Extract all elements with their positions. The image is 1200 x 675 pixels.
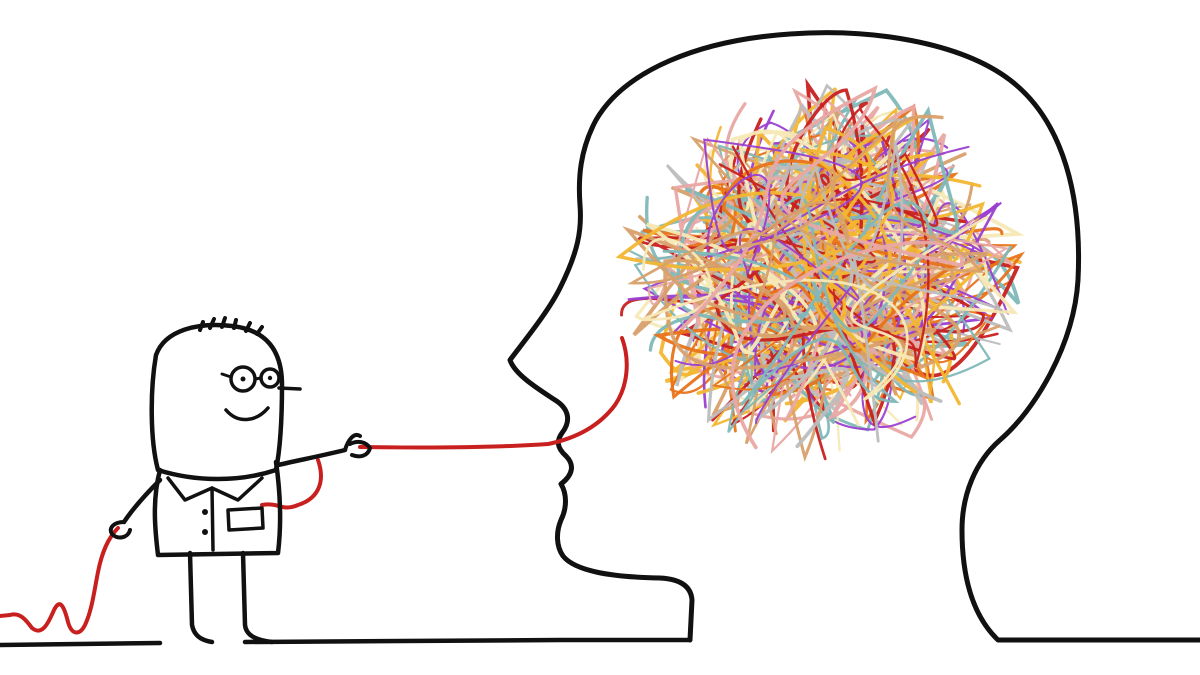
doctor-pocket	[226, 506, 265, 532]
tangle-strand	[721, 159, 956, 353]
head-outline	[507, 30, 1200, 643]
doctor-right-leg	[240, 550, 275, 645]
doctor-character	[108, 316, 372, 645]
doctor-collar	[166, 476, 264, 552]
doctor-hair	[198, 316, 264, 336]
doctor-coat	[152, 459, 283, 558]
tangle-strand	[615, 125, 918, 394]
doctor-left-leg	[187, 550, 215, 645]
doctor-left-arm	[121, 477, 163, 525]
coat-button	[202, 529, 208, 535]
thread-to-ground	[0, 458, 323, 635]
tangle-strand	[680, 85, 964, 450]
tangle-strand	[645, 129, 940, 363]
coat-button	[202, 509, 208, 515]
doctor-right-hand	[343, 433, 372, 459]
doctor-head	[149, 322, 285, 482]
doctor-smile	[224, 406, 270, 422]
tangle-strand	[627, 118, 985, 301]
tangle-strand	[798, 144, 1003, 443]
tangle-strand	[662, 196, 935, 406]
glasses-bridge	[220, 372, 263, 381]
thread-tangle	[615, 77, 1026, 463]
doctor-nose	[277, 386, 302, 391]
doctor-eye	[267, 375, 273, 381]
tangle-strand	[640, 216, 987, 402]
ground-line	[0, 637, 693, 648]
doctor-eye	[240, 376, 246, 382]
thread-from-mouth	[358, 336, 629, 450]
doctor-left-hand	[108, 520, 132, 540]
doctor-right-arm	[275, 447, 348, 468]
